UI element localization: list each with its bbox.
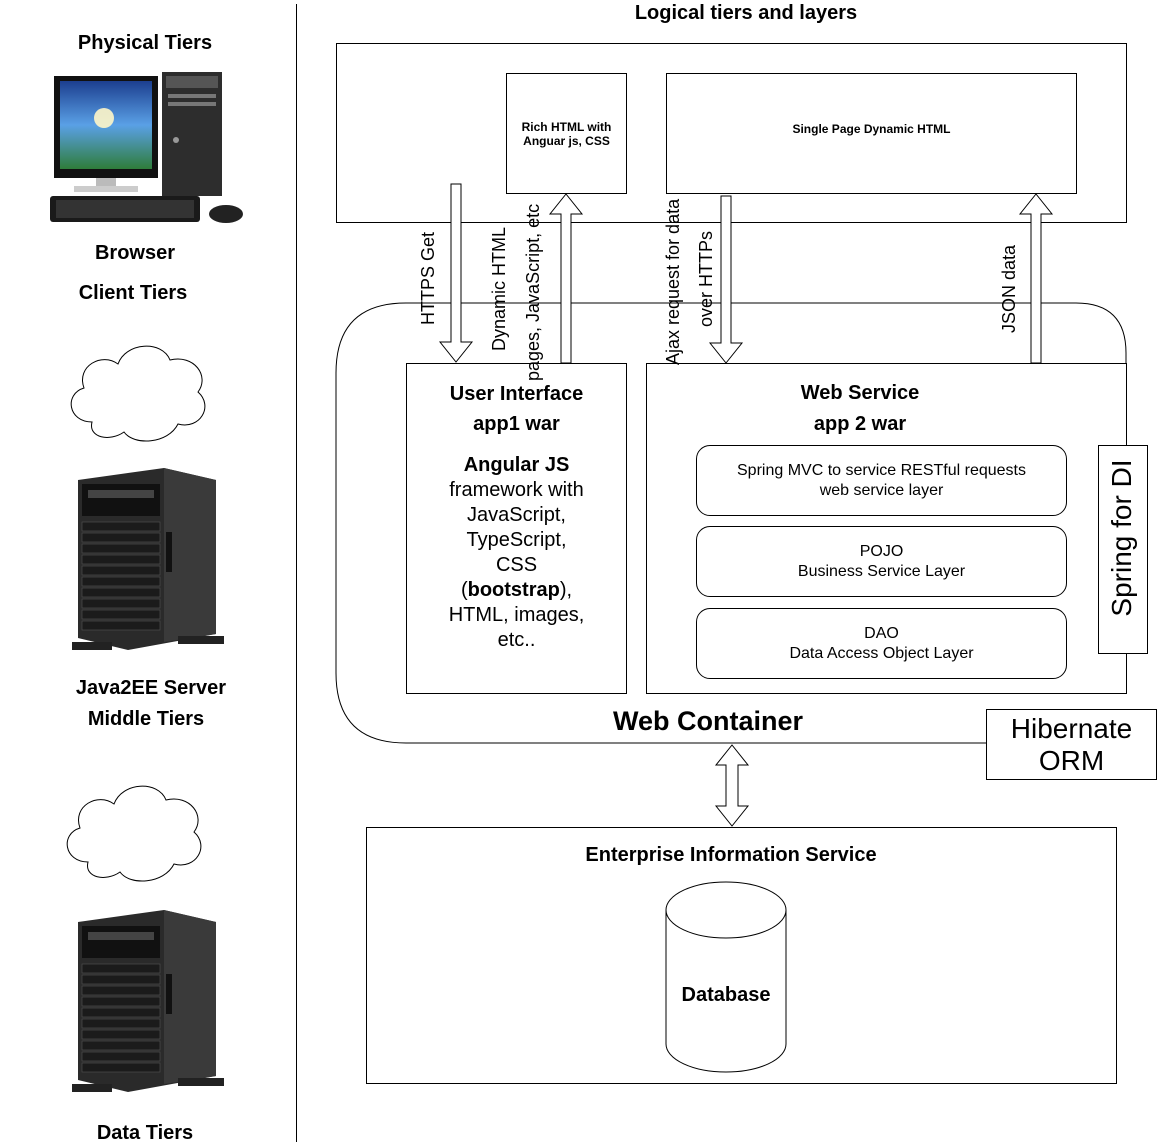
database-icon	[665, 881, 787, 1073]
ui-line: CSS	[495, 554, 538, 576]
ui-line: TypeScript,	[466, 529, 567, 551]
json-data-arrow	[1018, 193, 1054, 364]
browser-label: Browser	[94, 242, 176, 264]
rich-html-box: Rich HTML with Anguar js, CSS	[506, 73, 627, 194]
layer-label: DAO	[864, 624, 899, 642]
data-access-layer: DAO Data Access Object Layer	[696, 608, 1067, 679]
ui-title: User Interface	[449, 383, 584, 405]
server-tower-icon	[72, 468, 224, 650]
cloud-icon	[66, 785, 202, 882]
hibernate-label: ORM	[1038, 744, 1105, 776]
layer-label: web service layer	[819, 481, 944, 499]
https-get-label: HTTPS Get	[418, 231, 438, 325]
ui-line: HTML, images,	[448, 604, 585, 626]
layer-label: Business Service Layer	[797, 562, 966, 580]
dynamic-html-label-1: Dynamic HTML	[489, 226, 509, 351]
https-get-arrow	[438, 183, 474, 363]
eis-label: Enterprise Information Service	[585, 844, 877, 866]
data-tiers-label: Data Tiers	[96, 1122, 194, 1144]
ui-line: framework with	[449, 479, 584, 501]
dynamic-html-label-2: pages, JavaScript, etc	[523, 203, 543, 381]
ui-bootstrap-line: (bootstrap),	[406, 578, 627, 603]
physical-tiers-label: Physical Tiers	[77, 32, 213, 54]
spa-label: Single Page Dynamic HTML	[792, 121, 951, 136]
ws-subtitle: app 2 war	[813, 413, 907, 435]
ui-line: etc..	[497, 629, 536, 651]
spa-box: Single Page Dynamic HTML	[666, 73, 1077, 194]
ajax-label-2: over HTTPs	[696, 230, 716, 327]
layer-label: POJO	[859, 542, 904, 560]
rich-html-label: Rich HTML with Anguar js, CSS	[521, 119, 612, 148]
diagram-title: Logical tiers and layers	[634, 2, 858, 24]
ajax-request-arrow	[708, 195, 744, 364]
json-data-label: JSON data	[999, 244, 1019, 333]
client-tiers-label: Client Tiers	[78, 282, 188, 304]
hibernate-label: Hibernate	[1010, 712, 1133, 744]
middle-tiers-label: Middle Tiers	[87, 708, 205, 730]
layer-label: Data Access Object Layer	[789, 644, 974, 662]
container-eis-arrow	[714, 744, 750, 827]
web-service-layer: Spring MVC to service RESTful requests w…	[696, 445, 1067, 516]
ui-angular: Angular JS	[463, 454, 570, 476]
layer-label: Spring MVC to service RESTful requests	[737, 461, 1026, 479]
ui-paren-close: ),	[559, 579, 573, 601]
server-label: Java2EE Server	[75, 677, 227, 699]
panel-divider	[296, 4, 297, 1142]
ajax-label-1: Ajax request for data	[663, 198, 683, 365]
dynamic-html-arrow	[548, 193, 584, 364]
ui-bootstrap: bootstrap	[467, 579, 560, 601]
ui-paren-open: (	[460, 579, 468, 601]
user-interface-box	[406, 363, 627, 694]
ws-title: Web Service	[800, 382, 920, 404]
ui-subtitle: app1 war	[473, 413, 560, 435]
desktop-computer-icon	[50, 72, 243, 223]
spring-di-box	[1098, 445, 1148, 654]
ui-line: JavaScript,	[467, 504, 566, 526]
hibernate-box: Hibernate ORM	[986, 709, 1157, 780]
cloud-icon	[70, 345, 206, 442]
database-label: Database	[681, 984, 771, 1006]
business-service-layer: POJO Business Service Layer	[696, 526, 1067, 597]
server-tower-icon	[72, 910, 224, 1092]
user-interface-content: User Interface app1 war Angular JS frame…	[406, 382, 627, 653]
web-container-label: Web Container	[612, 706, 803, 736]
